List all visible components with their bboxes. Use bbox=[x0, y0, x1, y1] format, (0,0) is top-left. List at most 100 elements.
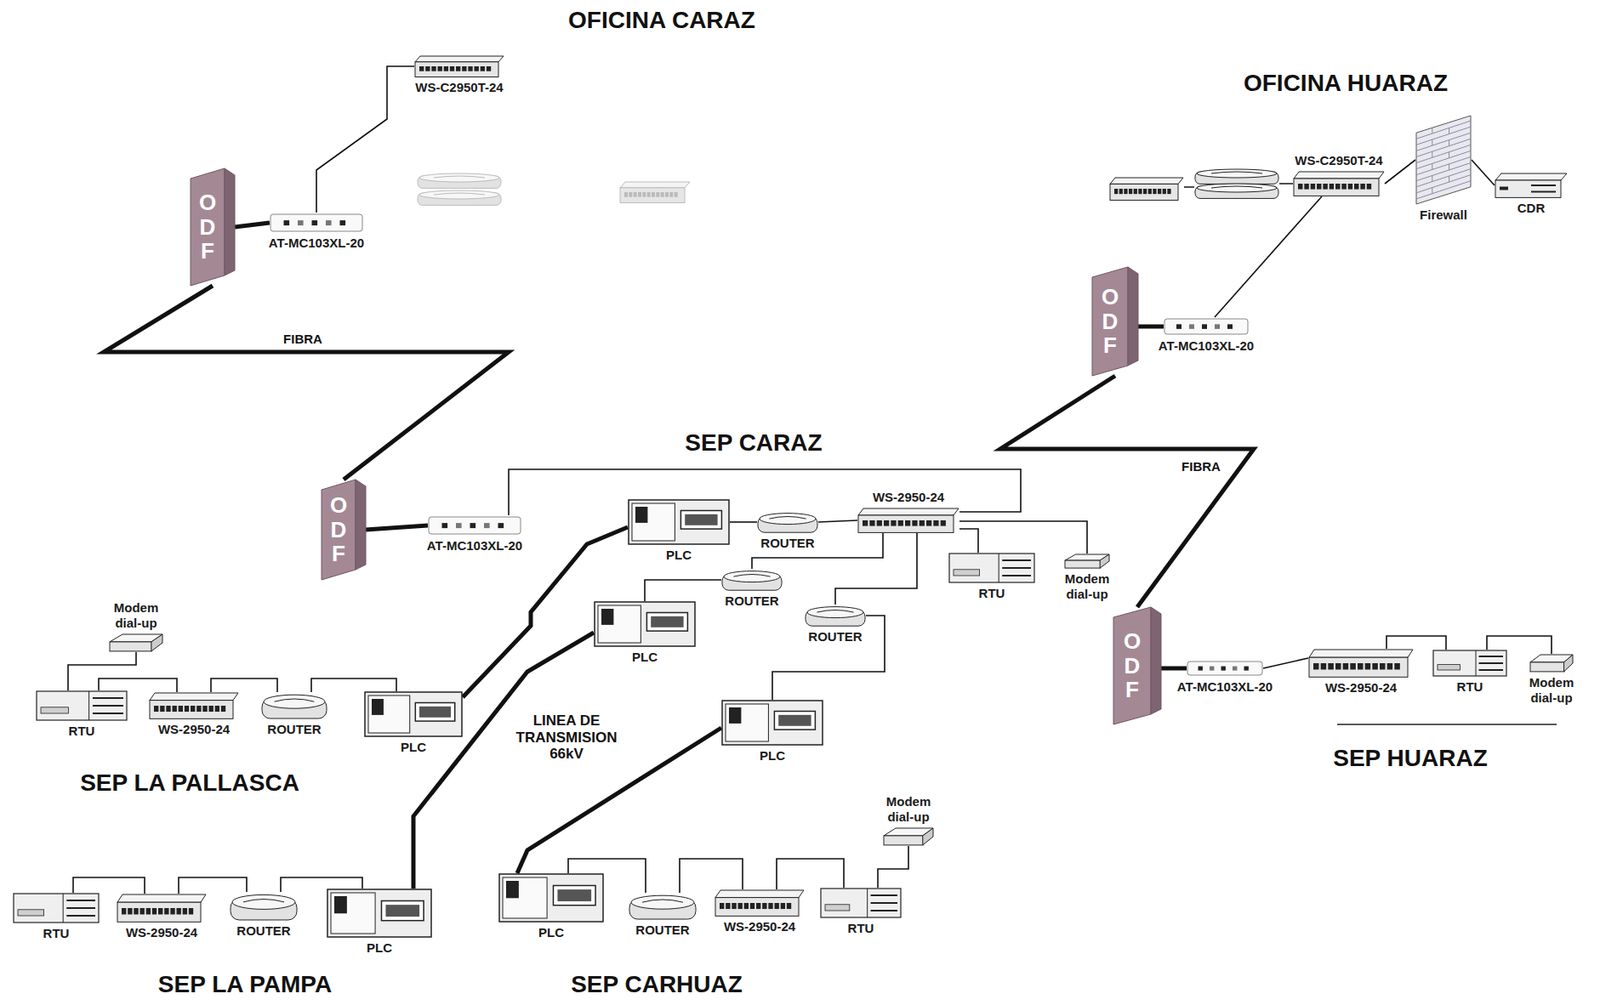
switch-device-part bbox=[415, 56, 504, 63]
switch-device-part bbox=[655, 192, 660, 198]
rtu-device: RTU bbox=[819, 888, 902, 919]
media-converter-part bbox=[1201, 324, 1208, 330]
switch-device-part bbox=[1348, 183, 1354, 190]
network-cable bbox=[316, 66, 415, 213]
site-title: OFICINA CARAZ bbox=[568, 6, 756, 35]
rtu-device-part bbox=[1002, 575, 1031, 577]
switch-device-part bbox=[719, 903, 724, 910]
router-device-part bbox=[722, 575, 782, 592]
switch-device-part bbox=[674, 192, 678, 198]
rtu-device-part bbox=[88, 691, 90, 721]
firewall-device-part bbox=[1416, 120, 1471, 139]
rtu-device-part bbox=[825, 905, 850, 912]
extra-device bbox=[1110, 177, 1184, 200]
switch-device-part bbox=[1360, 183, 1366, 190]
switch-device-part bbox=[926, 520, 932, 527]
media-converter-part bbox=[270, 214, 363, 232]
network-cable bbox=[729, 521, 758, 524]
router-device-part bbox=[261, 699, 327, 719]
switch-device-part bbox=[858, 515, 954, 533]
site-title: SEP CARHUAZ bbox=[570, 971, 743, 999]
plc-device-icon bbox=[627, 499, 730, 546]
plc-device-part bbox=[415, 703, 455, 723]
firewall-device-part bbox=[1416, 169, 1471, 188]
router-device-part bbox=[243, 899, 285, 903]
device-label: WS-C2950T-24 bbox=[1294, 153, 1383, 169]
rtu-device-part bbox=[1437, 665, 1460, 671]
switch-device-part bbox=[146, 908, 151, 915]
fiber-link bbox=[1000, 375, 1254, 608]
switch-device-part bbox=[438, 66, 443, 72]
device-label: RTU bbox=[68, 723, 96, 740]
switch-device-part bbox=[202, 706, 207, 712]
router-device-part bbox=[419, 173, 500, 183]
modem-device-part bbox=[1099, 554, 1110, 569]
odf-panel-icon bbox=[1113, 607, 1162, 725]
switch-device-part bbox=[1387, 663, 1394, 670]
modem-device-part bbox=[1530, 654, 1573, 663]
device-label: Firewall bbox=[1419, 207, 1468, 223]
switch-device-part bbox=[474, 66, 479, 72]
network-cable bbox=[877, 846, 909, 889]
router-device-part bbox=[759, 513, 816, 525]
media-converter-icon bbox=[427, 515, 522, 536]
site-title: SEP HUARAZ bbox=[1332, 745, 1488, 773]
switch-device-part bbox=[1394, 663, 1401, 670]
link-label: FIBRA bbox=[280, 331, 325, 347]
plc-device-icon bbox=[593, 601, 696, 648]
modem-device-icon bbox=[882, 827, 934, 847]
firewall-device-part bbox=[1416, 181, 1471, 200]
device-label: PLC bbox=[666, 547, 692, 564]
switch-device-part bbox=[164, 908, 169, 915]
switch-device-part bbox=[762, 903, 767, 910]
network-cable bbox=[679, 859, 743, 894]
switch-device-part bbox=[1110, 183, 1179, 200]
router-device-icon bbox=[721, 569, 783, 592]
router-device-part bbox=[629, 899, 696, 920]
fiber-link bbox=[234, 222, 270, 228]
cdr-device-part bbox=[1499, 187, 1509, 191]
modem-device-part bbox=[922, 828, 934, 846]
plc-device: PLC bbox=[364, 691, 463, 738]
firewall-device-part bbox=[1416, 144, 1471, 163]
switch-device: WS-2950-24 bbox=[148, 692, 240, 720]
rtu-device-part bbox=[1479, 669, 1504, 672]
router-device-part bbox=[642, 899, 684, 903]
device-label: ROUTER bbox=[236, 923, 291, 940]
switch-device-part bbox=[725, 903, 730, 910]
rtu-device-icon bbox=[819, 888, 902, 919]
router-device: ROUTER bbox=[804, 604, 866, 627]
firewall-device-part bbox=[1448, 152, 1450, 159]
site-title: SEP LA PALLASCA bbox=[79, 769, 300, 798]
switch-device-part bbox=[933, 520, 939, 527]
switch-device-part bbox=[919, 520, 925, 527]
switch-device-part bbox=[1128, 188, 1133, 194]
switch-device-part bbox=[1343, 663, 1350, 670]
router-device: ROUTER bbox=[229, 892, 298, 922]
network-cable bbox=[772, 615, 885, 701]
device-label: AT-MC103XL-20 bbox=[427, 538, 523, 554]
device-label: WS-2950-24 bbox=[1325, 680, 1397, 696]
device-label: PLC bbox=[632, 649, 658, 666]
rtu-device-part bbox=[998, 553, 1000, 583]
switch-device-part bbox=[786, 903, 792, 910]
network-cable bbox=[68, 652, 137, 691]
rtu-device-part bbox=[92, 705, 124, 707]
panel-label: ODF bbox=[196, 190, 219, 264]
rtu-device-icon bbox=[35, 690, 128, 722]
device-label: WS-2950-24 bbox=[723, 919, 796, 935]
router-device-part bbox=[419, 190, 500, 200]
firewall-device-part bbox=[1431, 175, 1433, 182]
device-label: WS-2950-24 bbox=[872, 489, 945, 506]
odf-panel-part bbox=[190, 168, 225, 286]
modem-device-part bbox=[109, 634, 163, 643]
line-note: LINEA DE TRANSMISION 66kV bbox=[506, 712, 627, 763]
modem-device-icon bbox=[1529, 654, 1574, 673]
rtu-device-part bbox=[1433, 650, 1507, 677]
plc-device-part bbox=[601, 609, 614, 626]
odf-panel: ODF bbox=[321, 479, 366, 581]
modem-device-part bbox=[151, 634, 163, 652]
switch-device-part bbox=[1341, 183, 1347, 190]
modem-device-part bbox=[1564, 654, 1573, 672]
